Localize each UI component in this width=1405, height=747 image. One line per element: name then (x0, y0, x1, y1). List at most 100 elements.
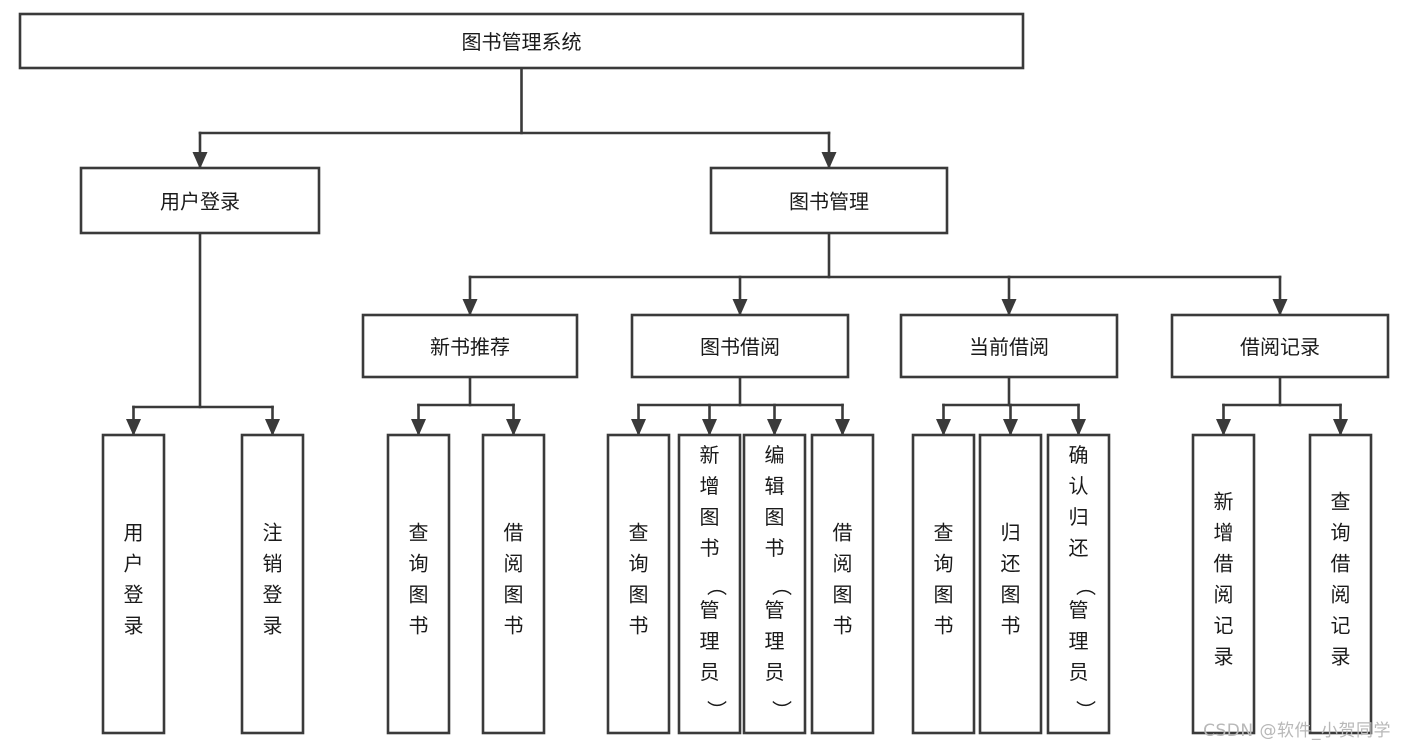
svg-text:认: 认 (1069, 474, 1089, 498)
svg-text:图: 图 (1001, 583, 1021, 607)
svg-text:询: 询 (1331, 521, 1351, 545)
svg-text:理: 理 (700, 629, 720, 653)
svg-text:确: 确 (1069, 443, 1089, 467)
svg-text:登: 登 (263, 583, 283, 607)
svg-text:录: 录 (124, 614, 144, 638)
node-当前借阅-box (899, 313, 1119, 379)
edge-l3-1-arrowhead-3 (835, 419, 850, 436)
svg-text:（: （ (705, 576, 729, 596)
node-图书借阅-box (630, 313, 850, 379)
node-注销登录-box (240, 433, 305, 735)
svg-text:书: 书 (629, 614, 649, 638)
svg-text:借: 借 (833, 521, 853, 545)
edge-l3-1-arrowhead-1 (702, 419, 717, 436)
node-用户登录[interactable]: 用户登录 (101, 433, 166, 735)
svg-text:（: （ (770, 576, 794, 596)
svg-text:增: 增 (700, 474, 720, 498)
node-查询借阅记录-box (1308, 433, 1373, 735)
node-新书推荐-label: 新书推荐 (430, 335, 510, 359)
svg-text:询: 询 (629, 552, 649, 576)
edge-bookmgmt-arrowhead-1 (732, 299, 748, 316)
svg-text:书: 书 (700, 536, 720, 560)
svg-text:（: （ (1074, 576, 1098, 596)
svg-text:借: 借 (1331, 552, 1351, 576)
edge-l3-2-arrowhead-2 (1071, 419, 1086, 436)
svg-text:归: 归 (1001, 521, 1021, 545)
node-图书管理[interactable]: 图书管理 (709, 166, 949, 235)
svg-text:记: 记 (1331, 614, 1351, 638)
node-用户登录[interactable]: 用户登录 (79, 166, 321, 235)
svg-text:询: 询 (409, 552, 429, 576)
svg-text:编: 编 (765, 443, 785, 467)
node-用户登录-box (101, 433, 166, 735)
svg-text:录: 录 (1331, 645, 1351, 669)
node-借阅图书-box (810, 433, 875, 735)
svg-text:注: 注 (263, 521, 283, 545)
edge-userlogin-arrowhead-1 (265, 419, 280, 436)
node-借阅记录[interactable]: 借阅记录 (1170, 313, 1390, 379)
svg-text:辑: 辑 (765, 474, 785, 498)
svg-text:书: 书 (504, 614, 524, 638)
node-用户登录-box (79, 166, 321, 235)
svg-text:新: 新 (1214, 490, 1234, 514)
svg-text:录: 录 (1214, 645, 1234, 669)
edge-userlogin-arrowhead-0 (126, 419, 141, 436)
svg-text:图: 图 (409, 583, 429, 607)
node-图书管理-box (709, 166, 949, 235)
edge-l3-3-arrowhead-0 (1216, 419, 1231, 436)
svg-text:员: 员 (765, 660, 785, 684)
svg-text:新: 新 (700, 443, 720, 467)
node-用户登录-label: 用户登录 (160, 190, 240, 214)
node-查询图书-box (386, 433, 451, 735)
svg-text:询: 询 (934, 552, 954, 576)
node-编辑图书管理员-box (742, 433, 807, 735)
svg-text:还: 还 (1001, 552, 1021, 576)
node-确认归还管理员-box (1046, 433, 1111, 735)
node-新增借阅记录-box (1191, 433, 1256, 735)
svg-text:理: 理 (1069, 629, 1089, 653)
edge-l3-0-arrowhead-0 (411, 419, 426, 436)
node-查询图书-box (606, 433, 671, 735)
node-图书管理系统[interactable]: 图书管理系统 (18, 12, 1025, 70)
svg-text:）: ） (705, 700, 729, 720)
edge-l3-3-arrowhead-1 (1333, 419, 1348, 436)
node-新书推荐-box (361, 313, 579, 379)
node-新书推荐[interactable]: 新书推荐 (361, 313, 579, 379)
svg-text:图: 图 (765, 505, 785, 529)
node-当前借阅[interactable]: 当前借阅 (899, 313, 1119, 379)
node-layer: 图书管理系统用户登录图书管理新书推荐图书借阅当前借阅借阅记录用户登录注销登录查询… (18, 12, 1390, 735)
node-用户登录-label: 用户登录 (124, 521, 144, 638)
svg-text:借: 借 (1214, 552, 1234, 576)
edge-bookmgmt-arrowhead-2 (1001, 299, 1017, 316)
edge-root-arrowhead-1 (821, 152, 837, 169)
svg-text:户: 户 (124, 552, 144, 576)
node-图书管理-label: 图书管理 (789, 190, 869, 214)
node-图书借阅[interactable]: 图书借阅 (630, 313, 850, 379)
edge-bookmgmt-arrowhead-0 (462, 299, 478, 316)
svg-text:图: 图 (833, 583, 853, 607)
svg-text:书: 书 (1001, 614, 1021, 638)
svg-text:）: ） (1074, 700, 1098, 720)
svg-text:录: 录 (263, 614, 283, 638)
